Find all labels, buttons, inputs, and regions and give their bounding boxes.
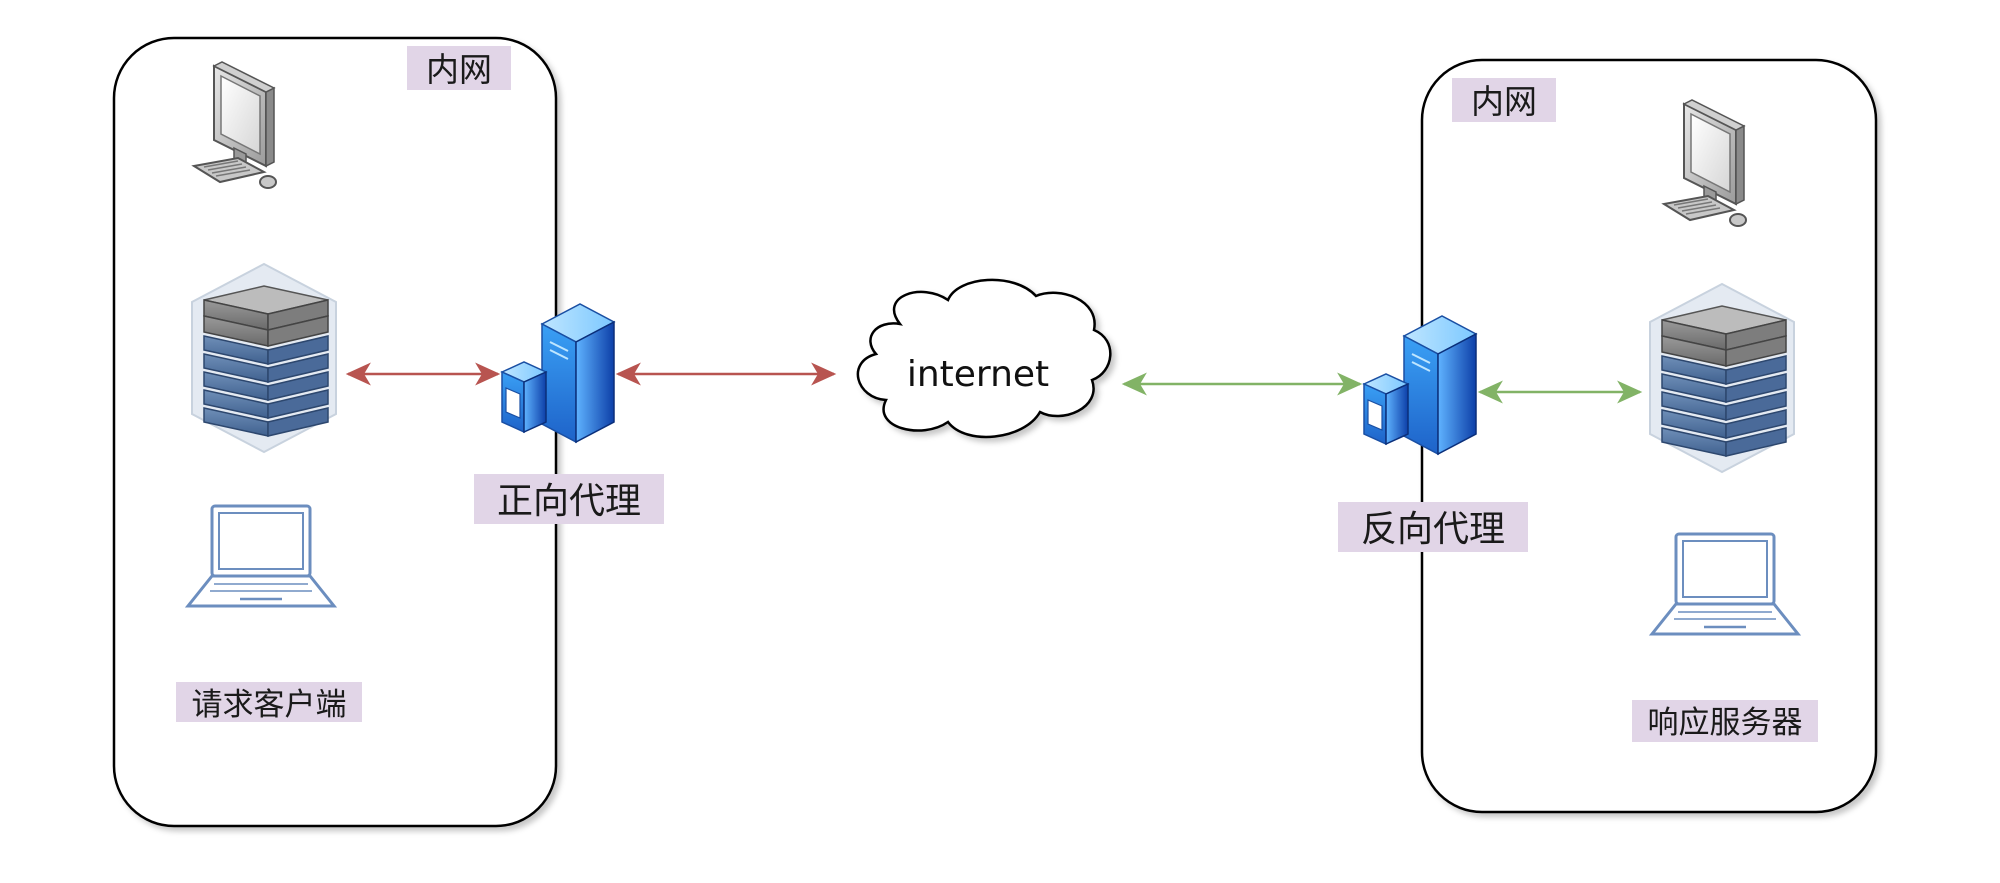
forward-proxy-label-bg (474, 474, 664, 524)
left-caption-bg (176, 682, 362, 722)
left-zone-label-bg (407, 46, 511, 90)
right-zone-label: 内网 (1471, 82, 1537, 121)
right-zone-label-bg (1452, 78, 1556, 122)
internet-label: internet (907, 354, 1049, 395)
right-server-rack-icon (1649, 283, 1795, 473)
left-caption: 请求客户端 (192, 687, 347, 723)
reverse-proxy-label-bg (1338, 502, 1528, 552)
forward-proxy-label: 正向代理 (497, 481, 641, 522)
left-zone-label: 内网 (426, 50, 492, 89)
reverse-proxy-label: 反向代理 (1361, 509, 1505, 550)
reverse-proxy-icon (1363, 315, 1477, 455)
right-intranet-zone (1420, 58, 1878, 814)
internet-cloud-icon (856, 278, 1112, 439)
left-server-rack-icon (191, 263, 337, 453)
right-caption: 响应服务器 (1648, 705, 1803, 741)
right-caption-bg (1632, 700, 1818, 742)
